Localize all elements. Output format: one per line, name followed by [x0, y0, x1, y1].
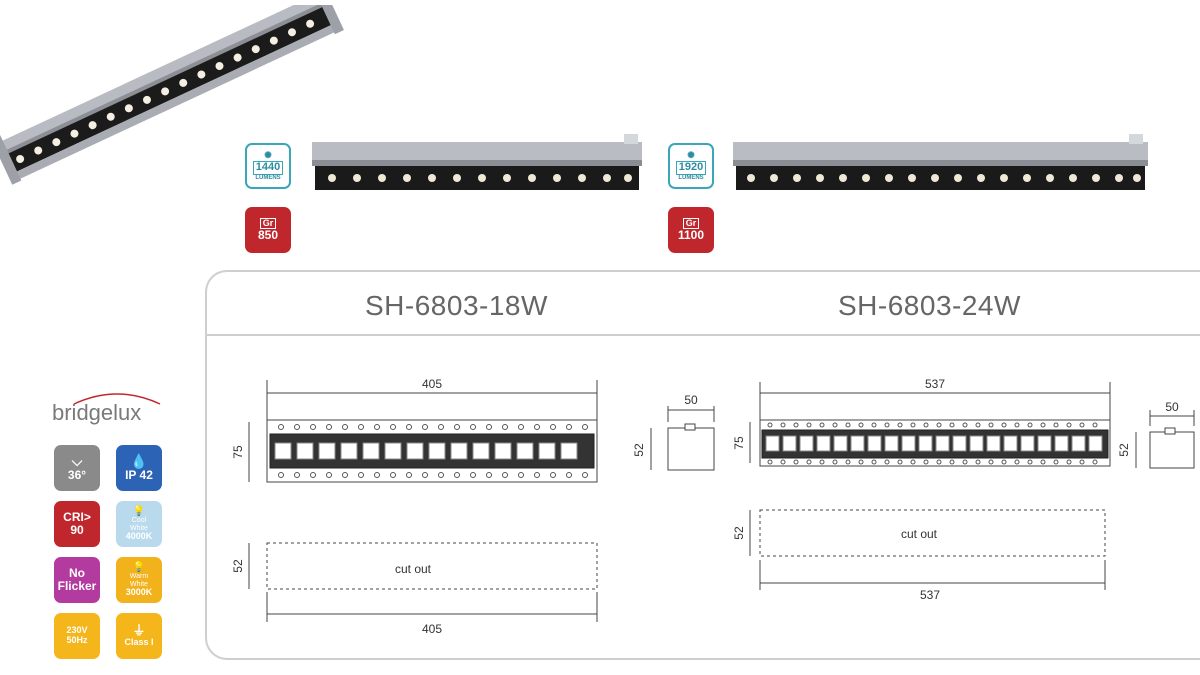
beam-angle-label: 36°	[67, 468, 87, 483]
dim-cutout-length: 405	[422, 622, 442, 636]
class-label: Class I	[124, 637, 154, 648]
weight-badge-18w: Gr 850	[245, 207, 291, 253]
dim-side-width: 50	[684, 393, 698, 407]
warm-temp-label: 3000K	[125, 587, 153, 598]
ip-rating-label: IP 42	[125, 468, 153, 483]
panel-divider	[207, 334, 1200, 336]
bulb-icon: 💡	[132, 505, 146, 517]
bridgelux-logo-arc	[73, 393, 161, 405]
brand-logo: bridgelux	[52, 400, 142, 425]
dim-side-height: 52	[632, 443, 646, 457]
lumens-value: 1440	[252, 161, 284, 175]
white-label: White	[130, 524, 148, 532]
weight-value: 850	[257, 228, 279, 243]
lumens-unit: LUMENS	[678, 174, 704, 181]
technical-drawing-24w: 537 75 50 52 52 cut out 537	[732, 377, 1195, 602]
white-label: White	[130, 580, 148, 588]
light-rays-icon: ✺	[264, 150, 272, 161]
cool-temp-label: 4000K	[125, 531, 153, 542]
bulb-icon: 💡	[132, 561, 146, 573]
warm-white-badge: 💡 Warm White 3000K	[116, 557, 162, 603]
cutout-label: cut out	[395, 562, 432, 576]
flicker-label: Flicker	[57, 579, 97, 593]
no-flicker-badge: No Flicker	[54, 557, 100, 603]
dim-cutout-height: 52	[231, 559, 245, 573]
dim-cutout-length: 537	[920, 588, 940, 602]
beam-angle-icon: ⌵	[71, 452, 83, 469]
model-title-24w: SH-6803-24W	[838, 290, 1021, 321]
technical-drawing-18w: 405 75 50 52 52 cut out 405	[231, 377, 715, 636]
dim-length-top: 405	[422, 377, 442, 391]
hero-fixture-image	[0, 5, 344, 185]
lumens-badge-18w: ✺ 1440 LUMENS	[245, 143, 291, 189]
cri-label-1: CRI>	[63, 509, 91, 524]
weight-icon: Gr	[259, 217, 277, 230]
dim-height: 75	[231, 445, 245, 459]
class-badge: ⏚ Class I	[116, 613, 162, 659]
weight-icon: Gr	[682, 217, 700, 230]
cool-white-badge: 💡 Cool White 4000K	[116, 501, 162, 547]
frequency-label: 50Hz	[66, 635, 88, 645]
fixture-photo-24w	[733, 134, 1148, 190]
warm-label: Warm	[129, 572, 149, 580]
cutout-label: cut out	[901, 527, 938, 541]
fixture-photo-18w	[312, 134, 642, 190]
dim-side-height: 52	[1117, 443, 1131, 457]
model-title-18w: SH-6803-18W	[365, 290, 548, 321]
dim-length-top: 537	[925, 377, 945, 391]
cool-label: Cool	[131, 516, 147, 524]
lumens-badge-24w: ✺ 1920 LUMENS	[668, 143, 714, 189]
no-label: No	[69, 565, 85, 580]
weight-badge-24w: Gr 1100	[668, 207, 714, 253]
voltage-label: 230V	[66, 625, 88, 636]
light-rays-icon: ✺	[687, 150, 695, 161]
weight-value: 1100	[677, 228, 705, 243]
lumens-unit: LUMENS	[255, 174, 281, 181]
water-drop-icon: 💧	[130, 452, 148, 469]
ip-rating-badge: 💧 IP 42	[116, 445, 162, 491]
beam-angle-badge: ⌵ 36°	[54, 445, 100, 491]
dim-height: 75	[732, 436, 746, 450]
cri-label-2: 90	[70, 523, 84, 537]
lumens-value: 1920	[675, 161, 707, 175]
ground-icon: ⏚	[132, 622, 146, 638]
cri-badge: CRI> 90	[54, 501, 100, 547]
dim-cutout-height: 52	[732, 526, 746, 540]
voltage-badge: 230V 50Hz	[54, 613, 100, 659]
spec-panel	[205, 270, 1200, 660]
dim-side-width: 50	[1165, 400, 1179, 414]
